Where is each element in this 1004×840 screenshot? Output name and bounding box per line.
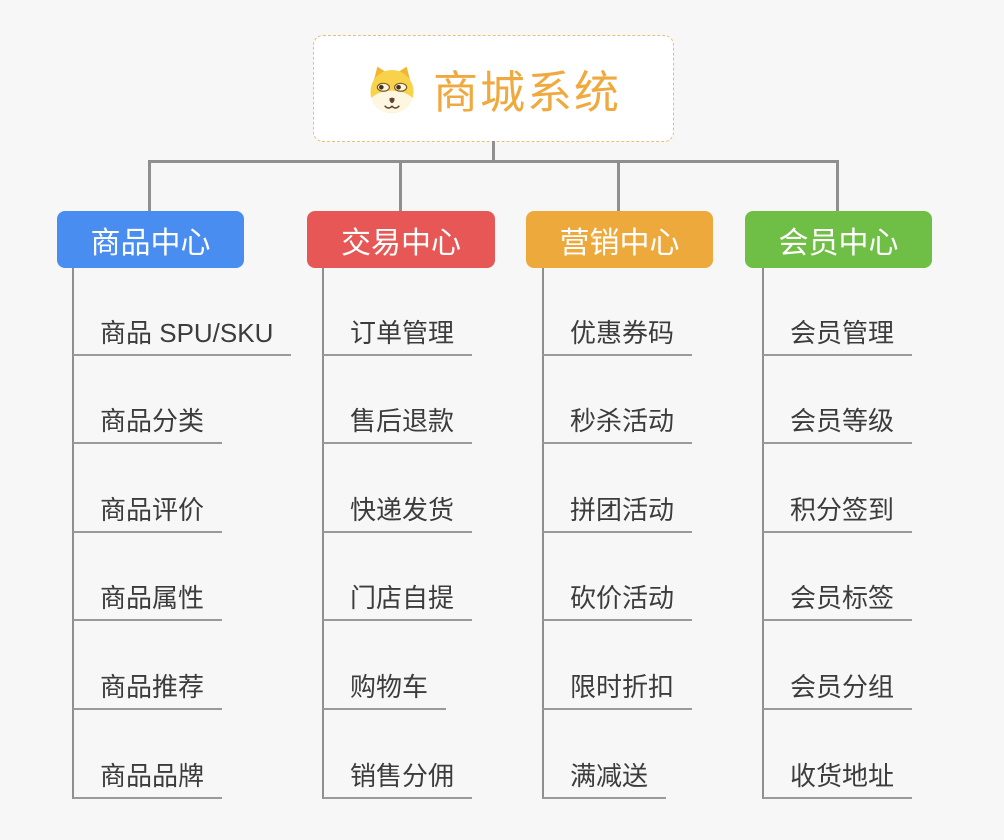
connector-trunk-product <box>72 268 74 799</box>
connector-drop-marketing <box>617 160 620 212</box>
leaf-node[interactable]: 优惠券码 <box>543 318 693 356</box>
connector-trunk-marketing <box>542 268 544 799</box>
leaf-node[interactable]: 会员分组 <box>763 672 913 710</box>
leaf-node[interactable]: 售后退款 <box>323 406 473 444</box>
connector-root-stem <box>492 141 495 162</box>
connector-trunk-member <box>762 268 764 799</box>
leaf-node[interactable]: 收货地址 <box>763 761 913 799</box>
leaf-node[interactable]: 销售分佣 <box>323 761 473 799</box>
leaf-node[interactable]: 会员标签 <box>763 583 913 621</box>
branch-node-marketing-center[interactable]: 营销中心 <box>526 211 713 268</box>
leaf-node[interactable]: 订单管理 <box>323 318 473 356</box>
leaf-node[interactable]: 商品属性 <box>73 583 223 621</box>
leaf-node[interactable]: 限时折扣 <box>543 672 693 710</box>
leaf-node[interactable]: 快递发货 <box>323 495 473 533</box>
leaf-node[interactable]: 砍价活动 <box>543 583 693 621</box>
leaf-node[interactable]: 门店自提 <box>323 583 473 621</box>
branch-node-member-center[interactable]: 会员中心 <box>745 211 932 268</box>
branch-node-trade-center[interactable]: 交易中心 <box>307 211 495 268</box>
connector-trunk-trade <box>322 268 324 799</box>
connector-drop-member <box>836 160 839 212</box>
leaf-node[interactable]: 会员等级 <box>763 406 913 444</box>
root-node-mall-system[interactable]: 商城系统 <box>313 35 674 142</box>
leaf-node[interactable]: 商品评价 <box>73 495 223 533</box>
connector-drop-trade <box>399 160 402 212</box>
leaf-node[interactable]: 满减送 <box>543 761 667 799</box>
leaf-node[interactable]: 会员管理 <box>763 318 913 356</box>
connector-rail <box>148 160 839 163</box>
branch-node-product-center[interactable]: 商品中心 <box>57 211 244 268</box>
root-title: 商城系统 <box>432 67 621 118</box>
leaf-node[interactable]: 拼团活动 <box>543 495 693 533</box>
leaf-node[interactable]: 秒杀活动 <box>543 406 693 444</box>
leaf-node[interactable]: 购物车 <box>323 672 447 710</box>
leaf-node[interactable]: 积分签到 <box>763 495 913 533</box>
leaf-node[interactable]: 商品品牌 <box>73 761 223 799</box>
leaf-node[interactable]: 商品 SPU/SKU <box>73 318 292 356</box>
dog-mascot-icon <box>370 66 414 113</box>
connector-drop-product <box>148 160 151 212</box>
leaf-node[interactable]: 商品分类 <box>73 406 223 444</box>
leaf-node[interactable]: 商品推荐 <box>73 672 223 710</box>
